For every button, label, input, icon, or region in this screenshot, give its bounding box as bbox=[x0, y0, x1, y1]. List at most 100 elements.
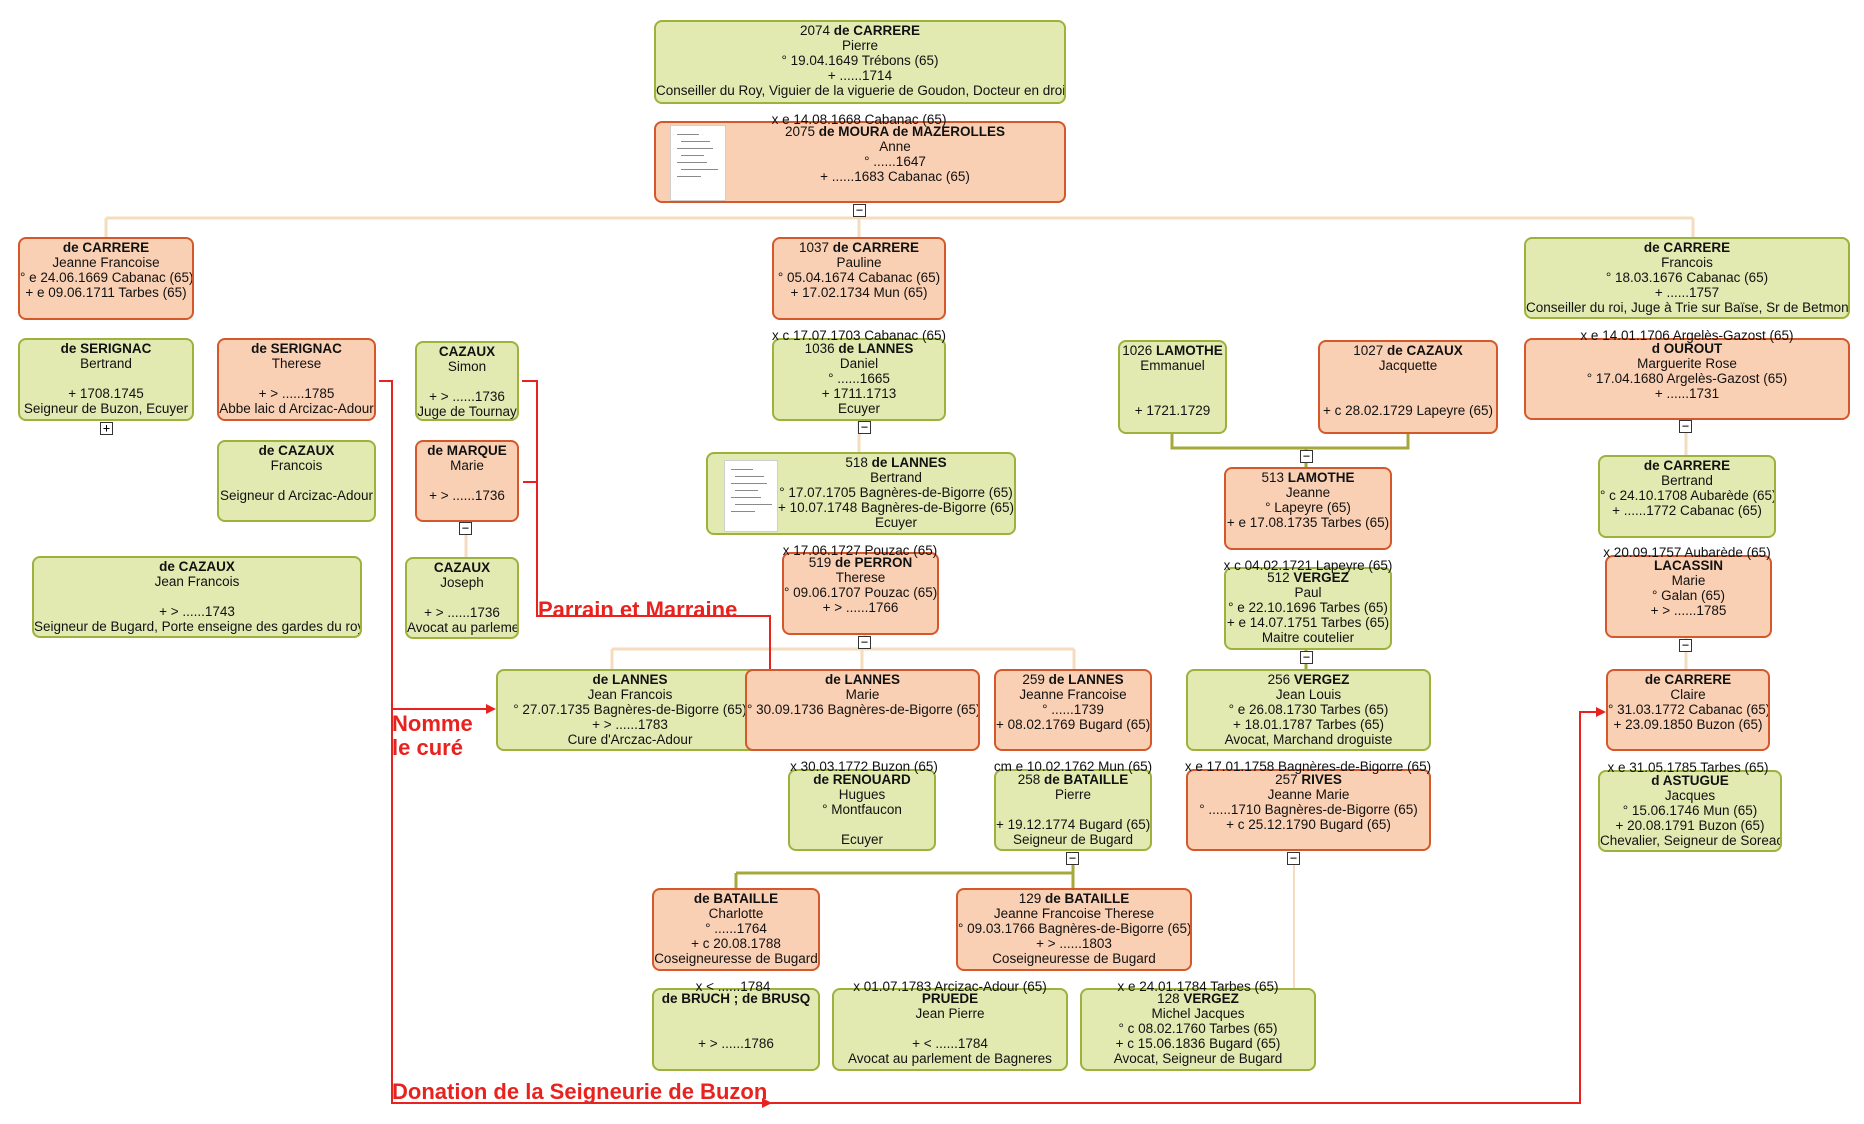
person-detail-line: + c 25.12.1790 Bugard (65) bbox=[1226, 817, 1391, 832]
person-detail-line bbox=[20, 371, 192, 386]
person-detail-line: + 1721.1729 bbox=[1134, 403, 1211, 418]
person-surname: de BATAILLE bbox=[693, 891, 779, 906]
person-detail-line: ° Montfaucon bbox=[822, 802, 902, 817]
person-detail-line bbox=[1320, 373, 1496, 388]
person-detail-line: Conseiller du Roy, Viguier de la vigueri… bbox=[656, 83, 1066, 98]
person-surname: LAMOTHE bbox=[1287, 470, 1355, 485]
person-detail-line: Maitre coutelier bbox=[1261, 630, 1355, 645]
person-detail-line bbox=[407, 590, 517, 605]
marriage-label: x e 24.01.1784 Tarbes (65) bbox=[1117, 979, 1279, 994]
person-detail-line: + 1708.1745 bbox=[68, 386, 144, 401]
person-surname: VERGEZ bbox=[1293, 570, 1349, 585]
collapse-minus-icon[interactable]: − bbox=[858, 636, 871, 649]
collapse-minus-icon[interactable]: − bbox=[459, 522, 472, 535]
person-detail-line: ° e 24.06.1669 Cabanac (65) bbox=[20, 270, 194, 285]
person-detail-line: Avocat au parlement de Bagneres bbox=[848, 1051, 1052, 1066]
sosa-number: 519 bbox=[808, 555, 832, 570]
sosa-number: 128 bbox=[1157, 991, 1180, 1006]
person-detail-line bbox=[219, 473, 374, 488]
person-detail-line: ° 17.07.1705 Bagnères-de-Bigorre (65) bbox=[779, 485, 1013, 500]
person-detail-line: ° 30.09.1736 Bagnères-de-Bigorre (65) bbox=[747, 702, 980, 717]
marriage-label: x 30.03.1772 Buzon (65) bbox=[790, 759, 938, 774]
person-header: 128 VERGEZ bbox=[1082, 991, 1314, 1006]
collapse-minus-icon[interactable]: − bbox=[1300, 651, 1313, 664]
person-header: 518 de LANNES bbox=[778, 455, 1014, 470]
person-detail-line: + ......1714 bbox=[827, 68, 893, 83]
document-thumbnail-icon[interactable] bbox=[670, 125, 726, 201]
person-detail-line bbox=[34, 589, 360, 604]
person-detail-line: ° Galan (65) bbox=[1652, 588, 1725, 603]
person-detail-line: + ......1683 Cabanac (65) bbox=[820, 169, 970, 184]
person-detail-line: Ecuyer bbox=[874, 515, 918, 530]
person-detail-line: Seigneur d Arcizac-Adour bbox=[219, 488, 374, 503]
person-detail-line bbox=[654, 1021, 818, 1036]
sosa-number: 1026 bbox=[1122, 343, 1153, 358]
person-given-name: Francois bbox=[270, 458, 323, 473]
collapse-minus-icon[interactable]: − bbox=[858, 421, 871, 434]
person-header: CAZAUX bbox=[407, 560, 517, 575]
expand-plus-icon[interactable]: + bbox=[100, 422, 113, 435]
collapse-minus-icon[interactable]: − bbox=[1679, 639, 1692, 652]
collapse-minus-icon[interactable]: − bbox=[1066, 852, 1079, 865]
collapse-minus-icon[interactable]: − bbox=[853, 204, 866, 217]
person-header: PRUEDE bbox=[834, 991, 1066, 1006]
person-detail-line: ° ......1710 Bagnères-de-Bigorre (65) bbox=[1199, 802, 1418, 817]
document-thumbnail-icon[interactable] bbox=[724, 460, 778, 532]
annotation-le-cure: le curé bbox=[392, 735, 463, 760]
person-detail-line: + > ......1803 bbox=[1036, 936, 1112, 951]
person-surname: de LANNES bbox=[871, 455, 947, 470]
person-detail-line: ° 09.06.1707 Pouzac (65) bbox=[784, 585, 938, 600]
person-header: d OUROUT bbox=[1526, 341, 1848, 356]
sosa-number: 258 bbox=[1017, 772, 1041, 787]
person-given-name: Michel Jacques bbox=[1151, 1006, 1245, 1021]
person-given-name: Jean Francois bbox=[154, 574, 240, 589]
sosa-number: 257 bbox=[1275, 772, 1298, 787]
person-given-name: Claire bbox=[1670, 687, 1706, 702]
person-bruch-card[interactable]: de BRUCH ; de BRUSQ+ > ......1786 bbox=[652, 988, 820, 1071]
person-detail-line: ° e 26.08.1730 Tarbes (65) bbox=[1228, 702, 1389, 717]
person-header: de CARRERE bbox=[1526, 240, 1848, 255]
person-surname: de SERIGNAC bbox=[251, 341, 342, 356]
person-given-name: Anne bbox=[879, 139, 911, 154]
collapse-minus-icon[interactable]: − bbox=[1287, 852, 1300, 865]
person-detail-line: Ecuyer bbox=[840, 832, 884, 847]
collapse-minus-icon[interactable]: − bbox=[1300, 450, 1313, 463]
person-detail-line: Seigneur de Bugard, Porte enseigne des g… bbox=[34, 619, 362, 634]
collapse-minus-icon[interactable]: − bbox=[1679, 420, 1692, 433]
